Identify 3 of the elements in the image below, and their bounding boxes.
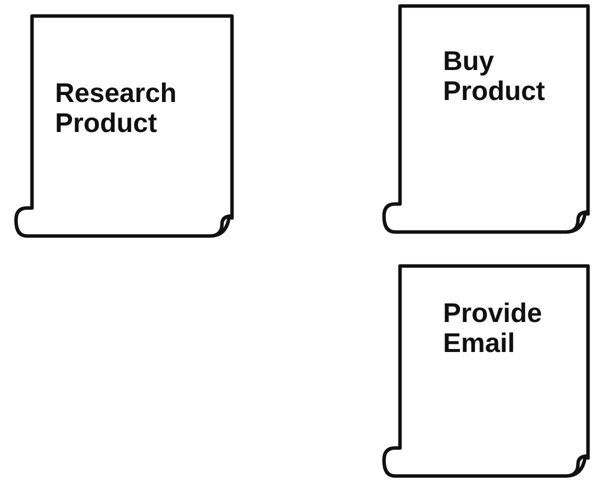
note-text: Provide Email [443, 298, 544, 358]
note-text: Buy Product [443, 46, 546, 106]
note-text: Research Product [55, 78, 178, 138]
